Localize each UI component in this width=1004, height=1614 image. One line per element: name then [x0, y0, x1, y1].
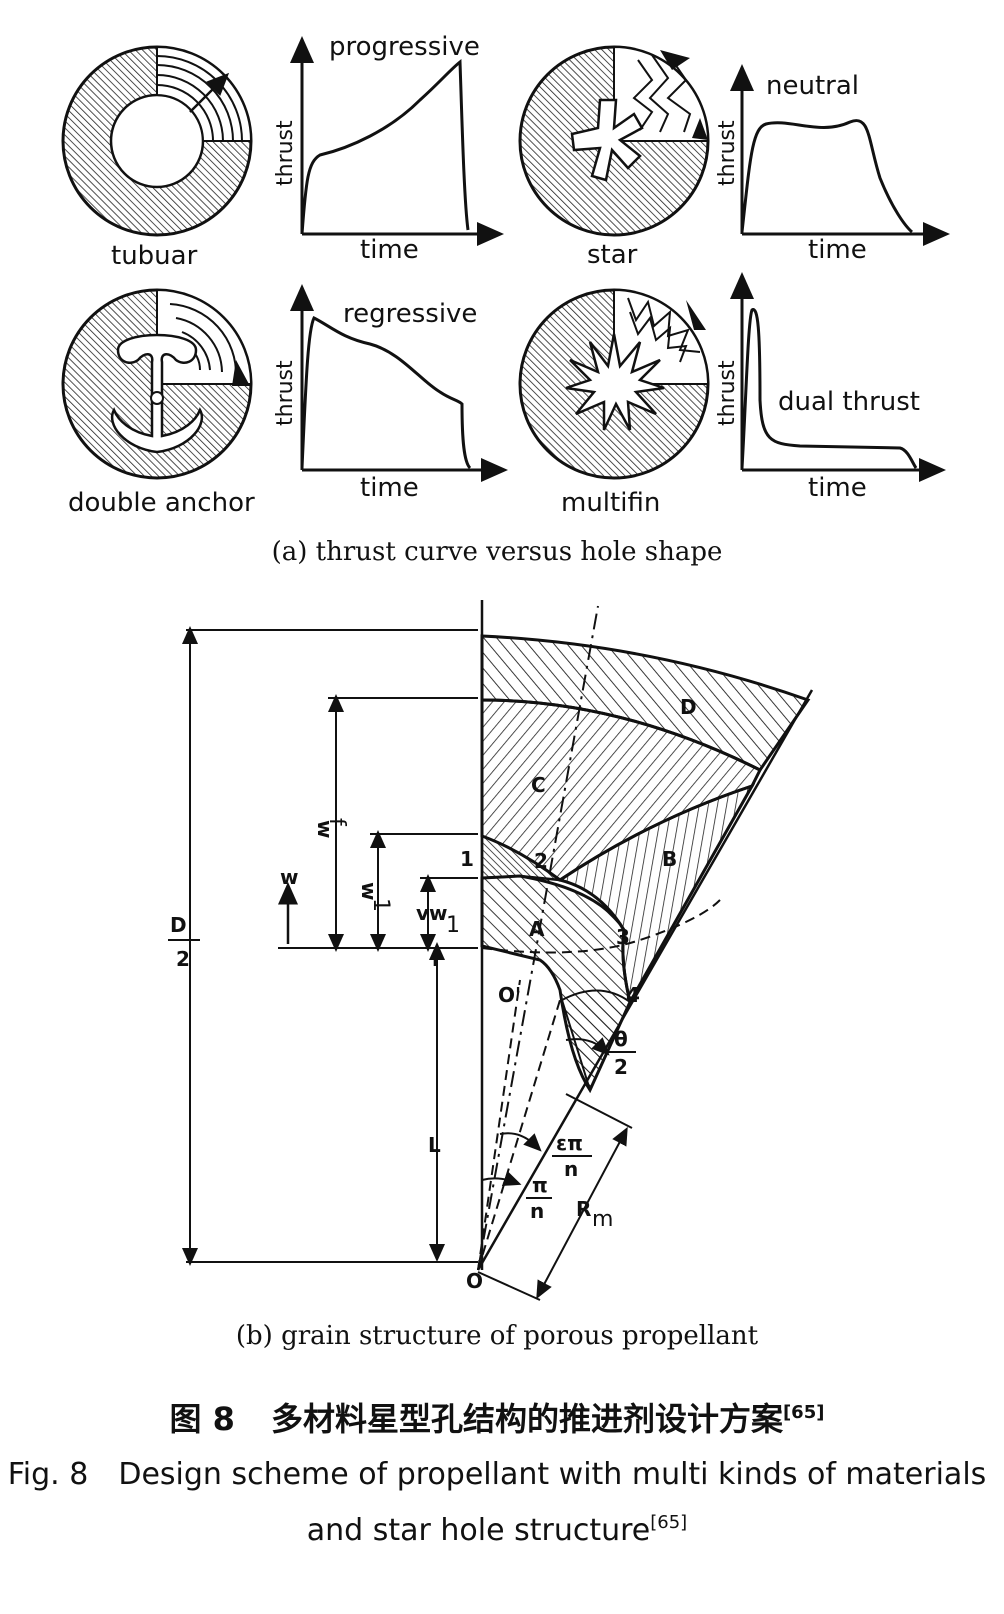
grain-label-double-anchor: double anchor — [68, 488, 255, 518]
dim-label-w1-sub: 1 — [368, 898, 393, 912]
dim-label-pi: π — [532, 1173, 548, 1197]
figure-caption-en-text-1: Design scheme of propellant with multi k… — [118, 1457, 986, 1492]
figure-caption-zh-label: 图 8 — [170, 1400, 235, 1438]
thrust-chart-dual-thrust — [730, 272, 946, 482]
figure-caption-zh-ref: [65] — [783, 1402, 825, 1423]
dim-label-w: w — [280, 865, 298, 889]
point-label-1: 1 — [460, 847, 474, 871]
dim-label-wf: w — [313, 820, 337, 838]
dim-label-d: D — [170, 913, 187, 937]
dim-label-rm: R — [576, 1197, 591, 1221]
grain-label-tubuar: tubuar — [111, 241, 198, 271]
figure-caption-en-ref: [65] — [650, 1512, 687, 1533]
grain-star-diagram — [518, 45, 710, 237]
axis-x-label-2: time — [808, 235, 867, 265]
dim-label-eps-pi: επ — [556, 1131, 583, 1155]
dim-label-w1: w — [357, 882, 381, 900]
figure-caption-en-line2: and star hole structure[65] — [307, 1512, 687, 1548]
chart-title-neutral: neutral — [766, 71, 859, 101]
axis-y-label-4: thrust — [715, 360, 740, 426]
dim-label-vw1: vw — [416, 901, 448, 925]
dim-label-d-denominator: 2 — [176, 947, 190, 971]
dim-label-pi-n: n — [530, 1199, 544, 1223]
axis-x-label-4: time — [808, 473, 867, 503]
dim-label-theta: θ — [614, 1027, 628, 1051]
figure-caption-en-label: Fig. 8 — [8, 1457, 89, 1492]
thrust-chart-regressive — [290, 284, 508, 482]
figure-caption-zh-text: 多材料星型孔结构的推进剂设计方案 — [271, 1400, 784, 1438]
zone-label-c: C — [531, 773, 546, 797]
thrust-chart-neutral — [730, 64, 950, 246]
point-label-2: 2 — [534, 849, 548, 873]
grain-multifin-diagram — [518, 288, 710, 480]
grain-tubular-diagram — [61, 45, 253, 237]
axis-y-label-2: thrust — [715, 120, 740, 186]
chart-title-progressive: progressive — [329, 32, 480, 62]
dim-label-l: L — [428, 1133, 441, 1157]
panel-b-caption: (b) grain structure of porous propellant — [236, 1321, 759, 1351]
grain-structure-diagram — [182, 600, 814, 1301]
dim-label-rm-sub: m — [592, 1207, 613, 1232]
thrust-chart-progressive — [290, 36, 504, 246]
grain-double-anchor-diagram — [61, 288, 253, 480]
dim-label-vw1-sub: 1 — [446, 913, 460, 938]
point-label-o: O — [466, 1269, 483, 1293]
axis-x-label-3: time — [360, 473, 419, 503]
point-label-4: 4 — [626, 983, 640, 1007]
axis-y-label-3: thrust — [273, 360, 298, 426]
point-label-o-prime: O' — [498, 983, 521, 1007]
dim-label-eps-pi-n: n — [564, 1157, 578, 1181]
zone-label-a: A — [529, 917, 545, 941]
dim-label-theta-denominator: 2 — [614, 1055, 628, 1079]
dim-label-r: r — [432, 947, 442, 971]
chart-title-dual-thrust: dual thrust — [778, 387, 920, 417]
figure-caption-en-line1: Fig. 8 Design scheme of propellant with m… — [8, 1457, 987, 1492]
figure-caption-en-text-2: and star hole structure — [307, 1513, 650, 1548]
axis-y-label-1: thrust — [273, 120, 298, 186]
figure-caption-zh: 图 8 多材料星型孔结构的推进剂设计方案[65] — [170, 1400, 825, 1438]
zone-label-d: D — [680, 695, 697, 719]
dim-label-wf-sub: f — [324, 818, 349, 827]
chart-title-regressive: regressive — [343, 299, 477, 329]
grain-label-star: star — [587, 240, 638, 270]
grain-label-multifin: multifin — [561, 488, 660, 518]
axis-x-label-1: time — [360, 235, 419, 265]
point-label-3: 3 — [616, 925, 630, 949]
panel-a-caption: (a) thrust curve versus hole shape — [272, 537, 723, 567]
zone-label-b: B — [662, 847, 677, 871]
